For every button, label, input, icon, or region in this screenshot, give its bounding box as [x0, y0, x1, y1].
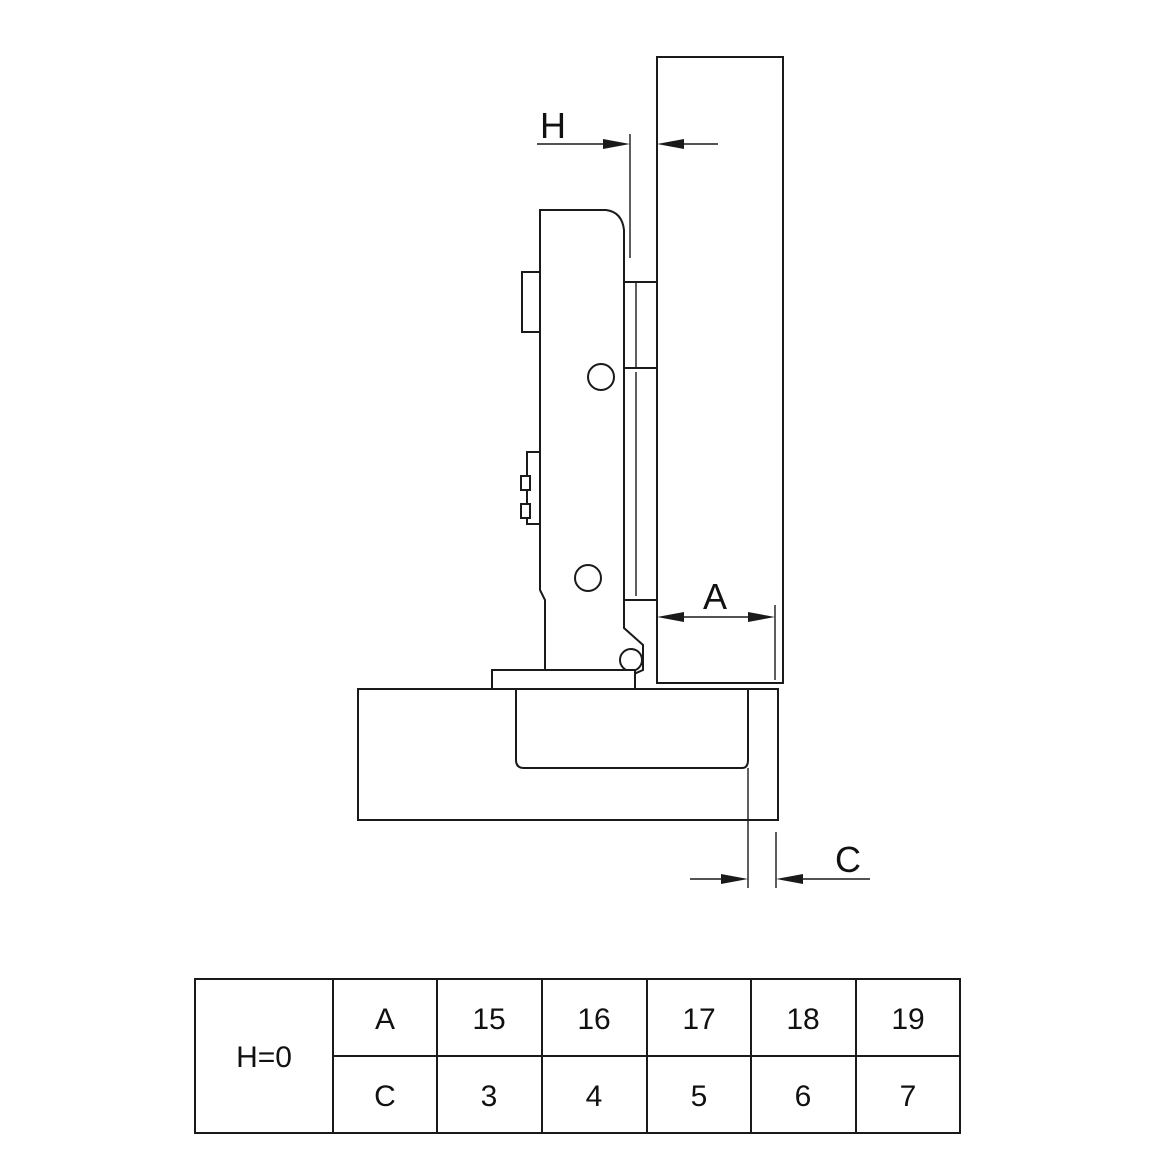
row-c-label: C [374, 1080, 396, 1113]
row-c-value: 5 [691, 1080, 708, 1113]
label-c: C [835, 839, 861, 880]
screw-hole-upper [587, 363, 615, 391]
adjust-tab-upper [521, 271, 541, 333]
screw-hole-lower [574, 564, 602, 592]
row-a-label: A [375, 1003, 395, 1036]
spec-table: H=0 A 15 16 17 18 19 C 3 4 5 6 7 [194, 978, 961, 1134]
row-c-value: 4 [586, 1080, 603, 1113]
row-a-value: 19 [891, 1003, 924, 1036]
dimension-c: C [690, 768, 870, 888]
mounting-plate-upper [623, 281, 658, 369]
row-c-value: 7 [900, 1080, 917, 1113]
row-a-value: 15 [472, 1003, 505, 1036]
dimension-a: A [657, 576, 776, 680]
row-a-value: 17 [682, 1003, 715, 1036]
label-h: H [540, 105, 566, 146]
table-condition: H=0 [236, 1041, 292, 1074]
mounting-plate-lower [623, 367, 658, 601]
hinge-cup [515, 689, 749, 769]
row-a-value: 18 [786, 1003, 819, 1036]
label-a: A [703, 576, 727, 617]
row-c-value: 6 [795, 1080, 812, 1113]
dimension-h: H [537, 105, 718, 258]
door-panel [656, 56, 784, 684]
row-a-value: 16 [577, 1003, 610, 1036]
pivot-hole [619, 648, 643, 672]
row-c-value: 3 [481, 1080, 498, 1113]
base-plate [491, 669, 636, 690]
cabinet-panel [357, 688, 779, 821]
